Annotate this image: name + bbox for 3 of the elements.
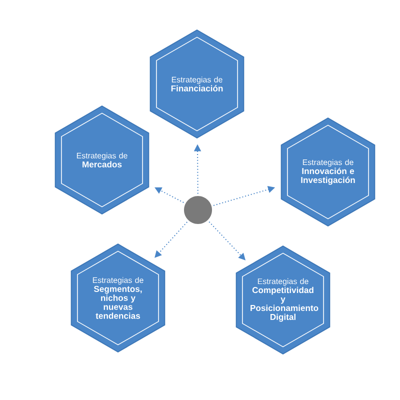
arrow — [154, 187, 184, 204]
center-circle — [184, 196, 212, 224]
arrow — [154, 222, 188, 258]
